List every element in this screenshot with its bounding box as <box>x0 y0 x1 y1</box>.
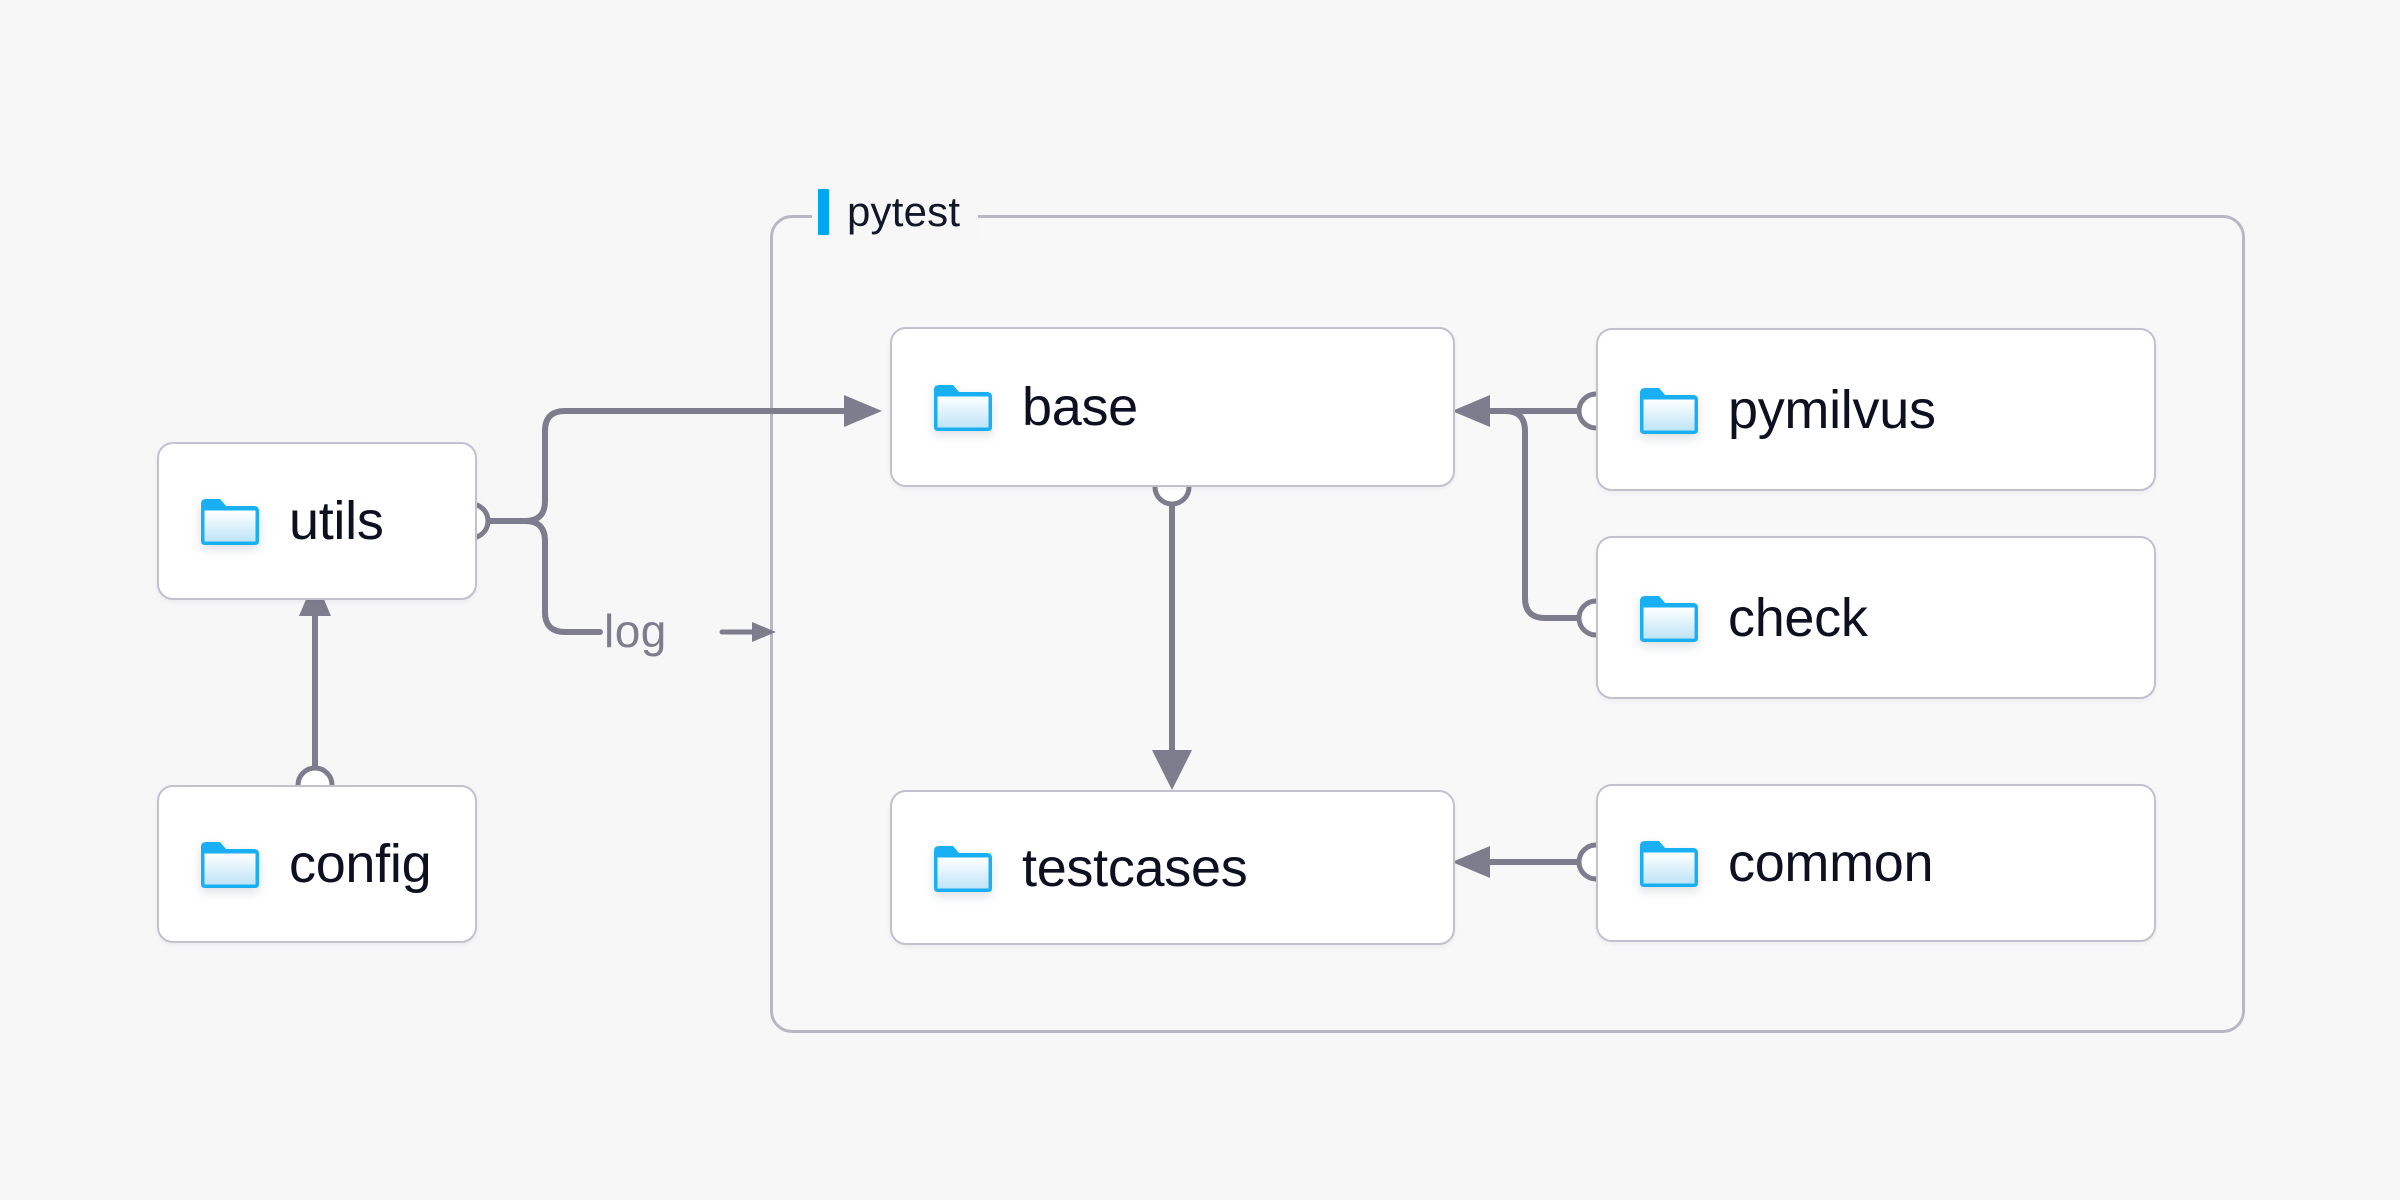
node-check[interactable]: check <box>1596 536 2156 699</box>
node-label: testcases <box>1022 837 1248 898</box>
group-accent-bar <box>818 189 829 235</box>
node-pymilvus[interactable]: pymilvus <box>1596 328 2156 491</box>
folder-icon <box>932 381 994 433</box>
pytest-group-label: pytest <box>812 185 979 239</box>
folder-icon <box>932 842 994 894</box>
folder-icon <box>199 838 261 890</box>
edge-utils-log <box>486 518 603 635</box>
edge-config-utils <box>295 578 335 805</box>
group-label-text: pytest <box>847 188 961 235</box>
node-label: base <box>1022 377 1138 437</box>
node-utils[interactable]: utils <box>157 442 477 600</box>
node-label: pymilvus <box>1728 379 1936 440</box>
edge-label-log: log <box>604 605 667 657</box>
node-label: check <box>1728 587 1868 648</box>
node-common[interactable]: common <box>1596 784 2156 942</box>
log-arrow-glyph <box>719 622 776 642</box>
folder-icon <box>199 495 261 547</box>
node-label: utils <box>289 491 384 551</box>
node-label: config <box>289 834 432 894</box>
node-config[interactable]: config <box>157 785 477 943</box>
node-testcases[interactable]: testcases <box>890 790 1455 945</box>
node-base[interactable]: base <box>890 327 1455 487</box>
folder-icon <box>1638 384 1700 436</box>
folder-icon <box>1638 837 1700 889</box>
folder-icon <box>1638 592 1700 644</box>
node-label: common <box>1728 833 1934 893</box>
